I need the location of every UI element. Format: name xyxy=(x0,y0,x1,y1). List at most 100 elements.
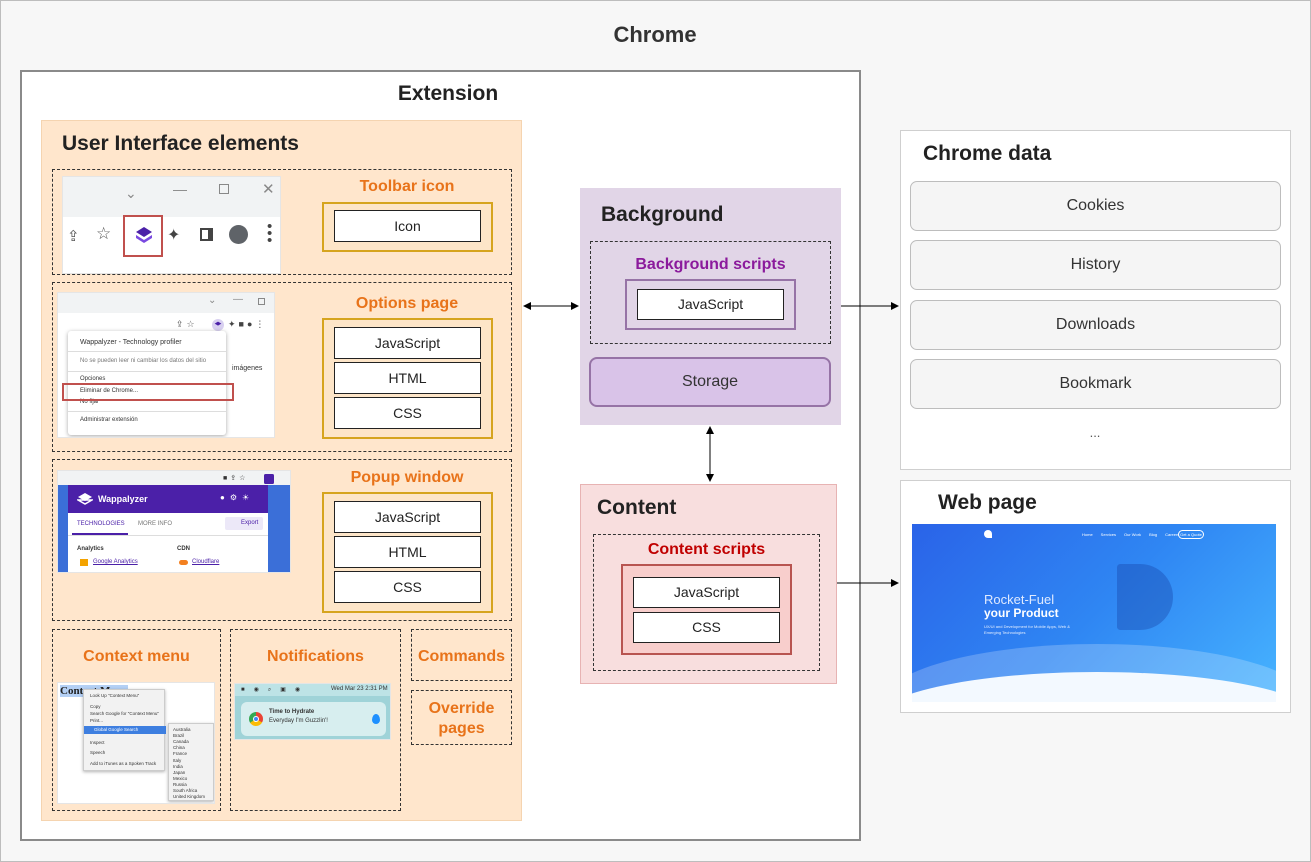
site-nav-link[interactable]: Careers xyxy=(1165,532,1180,537)
menu-item[interactable]: Inspect xyxy=(90,740,105,745)
context-menu-panel: Look Up "Context Menu" Copy Search Googl… xyxy=(83,689,166,771)
context-menu-title: Context menu xyxy=(83,648,190,665)
menu-item-options[interactable]: Opciones xyxy=(80,376,106,382)
site-nav-link[interactable]: Services xyxy=(1100,532,1117,537)
submenu-country[interactable]: Russia xyxy=(173,781,187,787)
menu-item-highlight xyxy=(84,726,166,734)
close-icon: ✕ xyxy=(262,181,275,198)
notifications-section xyxy=(230,629,401,811)
submenu-country[interactable]: Australia xyxy=(173,727,191,732)
dropdown-note: No se pueden leer ni cambiar los datos d… xyxy=(80,358,207,364)
background-scripts-section xyxy=(590,241,831,344)
submenu-country[interactable]: South Africa xyxy=(173,788,198,793)
chrome-data-history: History xyxy=(910,240,1281,290)
menu-item-global-search[interactable]: Global Google Search xyxy=(94,727,139,732)
chrome-data-downloads: Downloads xyxy=(910,300,1281,350)
submenu-country[interactable]: Brazil xyxy=(173,733,185,739)
dropdown-divider xyxy=(68,411,226,412)
site-nav-link[interactable]: Home xyxy=(1082,532,1093,537)
popup-window-item: JavaScript xyxy=(334,501,481,533)
cloudflare-icon xyxy=(179,560,188,565)
window-titlebar xyxy=(63,177,280,217)
submenu-country[interactable]: France xyxy=(173,751,188,757)
tab-underline xyxy=(72,533,128,535)
highlight-frame xyxy=(62,383,234,401)
chrome-data-title: Chrome data xyxy=(923,142,1052,165)
popup-screenshot: ■⇪☆ Wappalyzer ●⚙☀ TECHNOLOGIES MORE INF… xyxy=(57,470,291,573)
popup-window-item: HTML xyxy=(334,536,481,568)
notification-title: Time to Hydrate xyxy=(269,709,315,715)
override-pages-section xyxy=(411,690,512,745)
options-screenshot: ⌄ — ⇪☆ ✦■●⋮ Wappalyzer - Technology prof… xyxy=(57,292,275,438)
override-pages-title: Override pages xyxy=(428,700,495,737)
menu-item-remove[interactable]: Eliminar de Chrome... xyxy=(80,388,139,394)
submenu-country[interactable]: United Kingdom xyxy=(173,794,206,800)
site-nav-link[interactable]: Our Work xyxy=(1124,532,1142,537)
popup-divider xyxy=(68,535,268,536)
content-scripts-title: Content scripts xyxy=(647,541,766,558)
wappalyzer-extension-icon[interactable] xyxy=(135,226,153,244)
page-side-text: imágenes xyxy=(232,365,263,372)
content-title: Content xyxy=(597,496,677,519)
dropdown-divider xyxy=(68,371,226,372)
submenu-country[interactable]: Japan xyxy=(173,769,186,775)
minimize-icon: — xyxy=(173,181,187,197)
toolbar-row: ⇪☆ xyxy=(176,319,198,329)
ui-elements-title: User Interface elements xyxy=(62,132,299,155)
menu-item[interactable]: Speech xyxy=(90,750,106,755)
chevron-down-icon: ⌄ xyxy=(125,185,137,201)
popup-brand: Wappalyzer xyxy=(98,494,148,504)
minimize-icon: — xyxy=(233,294,243,305)
chevron-down-icon: ⌄ xyxy=(208,295,217,306)
maximize-icon xyxy=(258,298,265,305)
menu-item[interactable]: Look Up "Context Menu" xyxy=(90,693,140,698)
content-scripts-item: CSS xyxy=(633,612,780,643)
tech-cloudflare[interactable]: Cloudflare xyxy=(192,559,220,565)
menu-item-unpin[interactable]: No fijar xyxy=(80,399,100,405)
background-title: Background xyxy=(601,203,724,226)
tab-more-info[interactable]: MORE INFO xyxy=(138,521,172,527)
avatar-icon xyxy=(229,225,248,244)
menu-item-manage[interactable]: Administrar extensión xyxy=(80,417,138,423)
chrome-logo-icon xyxy=(249,712,263,726)
wappalyzer-extension-icon xyxy=(264,474,274,484)
tech-google-analytics[interactable]: Google Analytics xyxy=(93,559,138,565)
notifications-title: Notifications xyxy=(267,648,364,665)
wappalyzer-logo-icon xyxy=(77,493,93,505)
toolbar-strip xyxy=(58,471,290,485)
content-scripts-section xyxy=(593,534,820,671)
export-button[interactable] xyxy=(225,517,263,530)
commands-section xyxy=(411,629,512,681)
submenu-country[interactable]: Mexico xyxy=(173,775,188,781)
site-nav: Home Services Our Work Blog Careers xyxy=(1082,532,1187,537)
submenu-country[interactable]: India xyxy=(173,763,183,769)
menu-bar-icons: ■◉⌕▣◉ xyxy=(241,687,310,693)
tab-technologies[interactable]: TECHNOLOGIES xyxy=(77,521,125,527)
submenu-country[interactable]: Italy xyxy=(173,757,182,763)
export-label: Export xyxy=(241,520,259,526)
category-cdn: CDN xyxy=(177,546,190,552)
submenu-country[interactable]: China xyxy=(173,745,185,751)
chrome-data-bookmark: Bookmark xyxy=(910,359,1281,409)
background-scripts-item: JavaScript xyxy=(637,289,784,320)
submenu-country[interactable]: Canada xyxy=(173,739,189,745)
toolbar-icon-section xyxy=(52,169,512,275)
menu-item[interactable]: Search Google for "Context Menu" xyxy=(90,711,159,716)
site-cta-button[interactable]: Get a Quote xyxy=(1178,530,1204,539)
menu-item[interactable]: Copy xyxy=(90,704,101,709)
site-nav-link[interactable]: Blog xyxy=(1149,532,1158,537)
popup-window-section xyxy=(52,459,512,621)
content-scripts-item: JavaScript xyxy=(633,577,780,608)
toolbar-icons-right: ✦■●⋮ xyxy=(228,319,268,329)
chrome-data-cookies: Cookies xyxy=(910,181,1281,231)
menu-item[interactable]: Add to iTunes as a Spoken Track xyxy=(90,761,157,766)
hero-headline-1: Rocket-Fuel xyxy=(984,592,1055,607)
maximize-icon xyxy=(219,184,229,194)
hero-subtext: UX/UI and Development for Mobile Apps, W… xyxy=(984,624,1070,635)
chrome-title: Chrome xyxy=(613,22,697,47)
toolbar-icons: ■⇪☆ xyxy=(223,475,249,482)
menu-bar xyxy=(235,684,390,696)
menu-item[interactable]: Print... xyxy=(90,718,104,723)
options-page-section xyxy=(52,282,512,452)
